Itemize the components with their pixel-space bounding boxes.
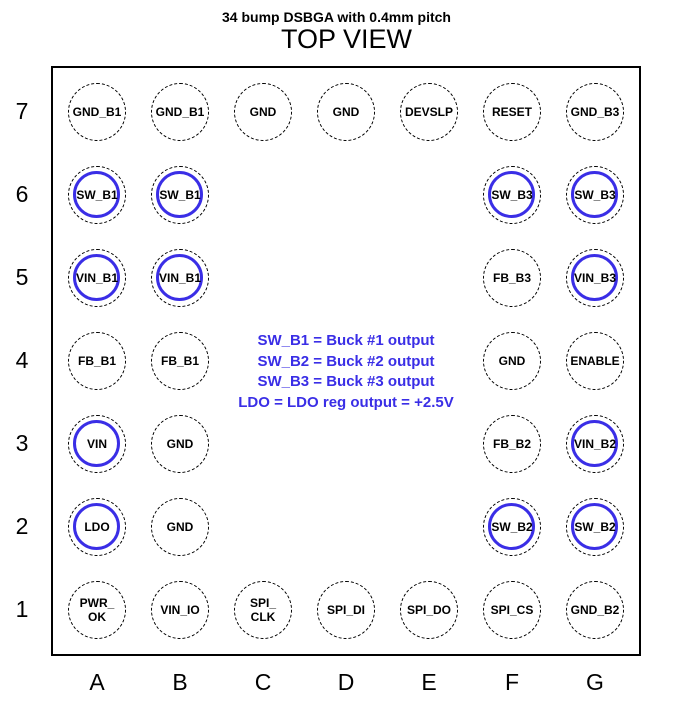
bump-D7: GND (317, 83, 375, 141)
diagram-subtitle: 34 bump DSBGA with 0.4mm pitch (222, 9, 451, 25)
row-label: 5 (15, 264, 29, 290)
bump-F3: FB_B2 (483, 415, 541, 473)
bump-label: SW_B2 (491, 520, 533, 534)
column-label: C (254, 669, 272, 695)
bump-D1: SPI_DI (317, 581, 375, 639)
package-outline (51, 66, 641, 656)
bump-label: VIN_B3 (573, 271, 617, 285)
column-label: D (337, 669, 355, 695)
bump-G3: VIN_B2 (566, 415, 624, 473)
bump-F4: GND (483, 332, 541, 390)
bump-label: VIN_B2 (573, 437, 617, 451)
bump-B7: GND_B1 (151, 83, 209, 141)
bump-E7: DEVSLP (400, 83, 458, 141)
bump-label: SPI_CS (490, 603, 534, 617)
bump-label: GND_B1 (72, 105, 122, 119)
bump-G2: SW_B2 (566, 498, 624, 556)
bump-label: GND_B2 (570, 603, 620, 617)
bump-B4: FB_B1 (151, 332, 209, 390)
row-label: 2 (15, 513, 29, 539)
bump-label: DEVSLP (404, 105, 453, 119)
bump-label: VIN_IO (160, 603, 200, 617)
bump-label: VIN_B1 (158, 271, 202, 285)
legend-line: SW_B3 = Buck #3 output (257, 373, 435, 390)
bump-label: FB_B1 (77, 354, 116, 368)
bump-label: GND_B1 (155, 105, 205, 119)
column-label: F (504, 669, 520, 695)
bump-G5: VIN_B3 (566, 249, 624, 307)
legend-line: LDO = LDO reg output = +2.5V (238, 393, 454, 411)
bump-label: FB_B1 (160, 354, 199, 368)
bump-B3: GND (151, 415, 209, 473)
column-label: A (89, 669, 105, 695)
bump-label: GND_B3 (570, 105, 620, 119)
bump-A2: LDO (68, 498, 126, 556)
bump-F1: SPI_CS (483, 581, 541, 639)
bump-label: SPI_ CLK (249, 596, 276, 624)
column-label: B (172, 669, 188, 695)
legend-line: SW_B1 = Buck #1 output (257, 332, 435, 349)
bump-B1: VIN_IO (151, 581, 209, 639)
bump-label: GND (166, 437, 194, 451)
bump-label: LDO (84, 520, 110, 534)
bump-G1: GND_B2 (566, 581, 624, 639)
bump-label: FB_B2 (492, 437, 531, 451)
bump-F2: SW_B2 (483, 498, 541, 556)
bump-C7: GND (234, 83, 292, 141)
column-label: G (586, 669, 604, 695)
bump-label: VIN (86, 437, 107, 451)
bump-label: SW_B2 (574, 520, 616, 534)
bump-label: GND (249, 105, 277, 119)
bump-label: PWR_ OK (79, 596, 115, 624)
bump-label: SPI_DI (326, 603, 365, 617)
bump-label: FB_B3 (492, 271, 531, 285)
bump-label: SW_B3 (491, 188, 533, 202)
bump-B6: SW_B1 (151, 166, 209, 224)
bump-E1: SPI_DO (400, 581, 458, 639)
bump-C1: SPI_ CLK (234, 581, 292, 639)
row-label: 1 (15, 596, 29, 622)
bump-A5: VIN_B1 (68, 249, 126, 307)
bump-F5: FB_B3 (483, 249, 541, 307)
bump-G7: GND_B3 (566, 83, 624, 141)
bump-G4: ENABLE (566, 332, 624, 390)
legend: SW_B1 = Buck #1 output SW_B2 = Buck #2 o… (196, 331, 496, 413)
bump-G6: SW_B3 (566, 166, 624, 224)
bump-B2: GND (151, 498, 209, 556)
bump-A6: SW_B1 (68, 166, 126, 224)
bump-label: SW_B1 (159, 188, 201, 202)
bump-label: VIN_B1 (75, 271, 119, 285)
bump-A7: GND_B1 (68, 83, 126, 141)
bump-label: GND (166, 520, 194, 534)
bump-B5: VIN_B1 (151, 249, 209, 307)
bump-label: SW_B1 (76, 188, 118, 202)
bump-A3: VIN (68, 415, 126, 473)
bump-label: GND (332, 105, 360, 119)
bump-label: GND (498, 354, 526, 368)
bump-label: RESET (491, 105, 532, 119)
diagram-title: TOP VIEW (280, 24, 413, 54)
legend-line: SW_B2 = Buck #2 output (257, 352, 435, 370)
row-label: 6 (15, 181, 29, 207)
bump-A4: FB_B1 (68, 332, 126, 390)
row-label: 3 (15, 430, 29, 456)
row-label: 4 (15, 347, 29, 373)
bump-label: SW_B3 (574, 188, 616, 202)
bump-label: SPI_DO (406, 603, 451, 617)
bump-label: ENABLE (570, 354, 620, 368)
bump-F7: RESET (483, 83, 541, 141)
bump-A1: PWR_ OK (68, 581, 126, 639)
row-label: 7 (15, 98, 29, 124)
bump-F6: SW_B3 (483, 166, 541, 224)
column-label: E (421, 669, 437, 695)
